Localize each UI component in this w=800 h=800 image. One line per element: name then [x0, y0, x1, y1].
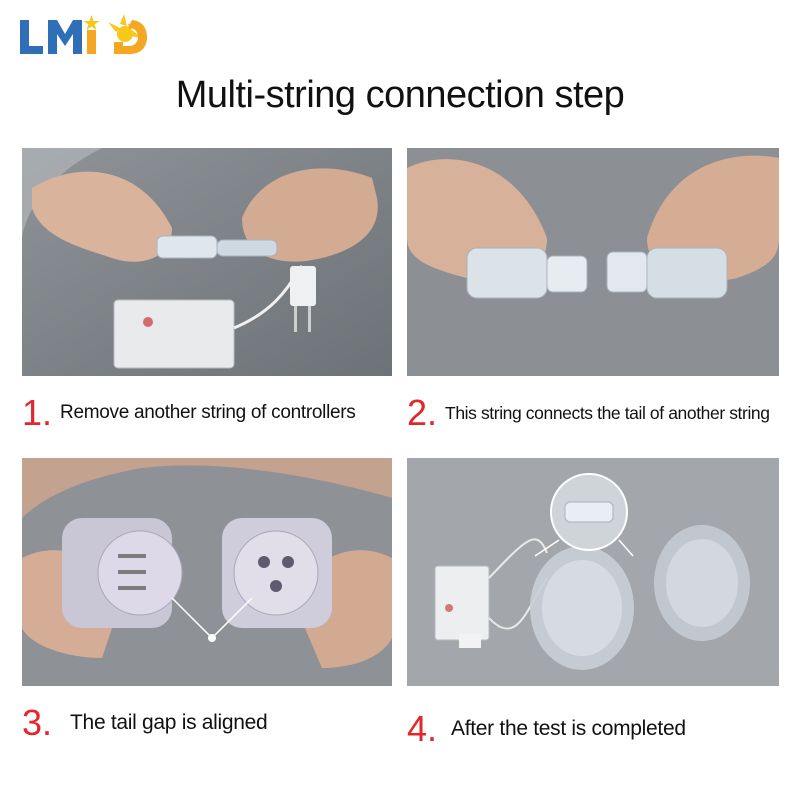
step-number: 3.	[22, 702, 53, 743]
plug-pins-photo	[22, 458, 392, 686]
step-3: 3. The tail gap is aligned	[22, 702, 268, 744]
step-number: 1.	[22, 392, 53, 433]
step-text: The tail gap is aligned	[70, 711, 268, 734]
lmid-logo-icon	[20, 14, 147, 54]
step-2: 2. This string connects the tail of anot…	[407, 392, 770, 434]
step-number: 4.	[407, 708, 438, 749]
step-1: 1. Remove another string of controllers	[22, 392, 356, 434]
controller-photo	[22, 148, 392, 376]
completed-strings-photo	[407, 458, 779, 686]
brand-logo	[16, 12, 176, 62]
connector-join-photo	[407, 148, 779, 376]
step-text: Remove another string of controllers	[60, 402, 356, 423]
step-text: This string connects the tail of another…	[445, 402, 770, 423]
page-title: Multi-string connection step	[175, 74, 625, 116]
step-4: 4. After the test is completed	[407, 708, 686, 750]
step-number: 2.	[407, 392, 438, 433]
step-text: After the test is completed	[451, 717, 686, 740]
